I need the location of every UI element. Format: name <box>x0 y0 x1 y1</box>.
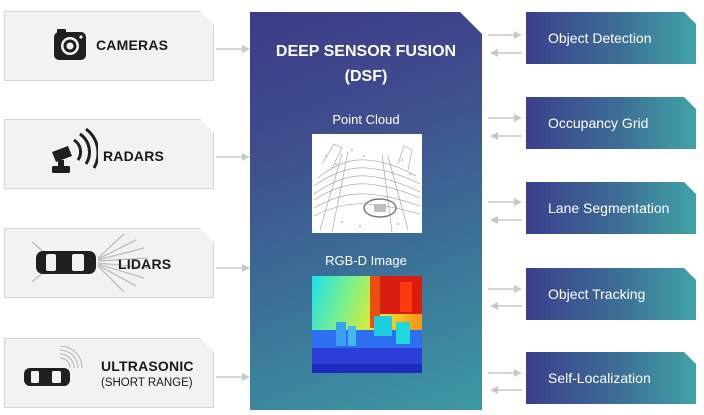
output-lane-segmentation: Lane Segmentation <box>526 182 696 234</box>
radar-icon <box>44 126 100 180</box>
fusion-title: DEEP SENSOR FUSION <box>275 43 457 60</box>
rgbd-image <box>312 276 422 373</box>
point-cloud-label: Point Cloud <box>332 112 400 127</box>
output-label: Self-Localization <box>548 370 651 386</box>
input-label-lidars: LIDARS <box>118 256 172 272</box>
lidar-car-icon <box>31 232 160 296</box>
input-arrows <box>216 45 250 381</box>
output-label: Occupancy Grid <box>548 115 649 131</box>
output-object-detection: Object Detection <box>526 12 696 64</box>
output-label: Object Tracking <box>548 286 646 302</box>
point-cloud-image <box>312 134 422 233</box>
output-label: Lane Segmentation <box>548 200 670 216</box>
output-label: Object Detection <box>548 30 652 46</box>
ultrasonic-car-icon <box>20 345 96 396</box>
camera-icon <box>53 29 87 65</box>
input-sublabel-ultrasonic: (SHORT RANGE) <box>101 377 193 389</box>
input-label-cameras: CAMERAS <box>96 37 169 53</box>
output-object-tracking: Object Tracking <box>526 268 696 320</box>
output-arrows <box>488 31 522 394</box>
input-label-radars: RADARS <box>103 148 165 164</box>
input-label-ultrasonic: ULTRASONIC <box>101 358 194 374</box>
output-self-localization: Self-Localization <box>526 352 696 404</box>
output-occupancy-grid: Occupancy Grid <box>526 97 696 149</box>
input-card-radars <box>4 119 214 189</box>
input-card-cameras <box>4 11 214 81</box>
fusion-subtitle: (DSF) <box>344 68 388 85</box>
deep-sensor-fusion-block: DEEP SENSOR FUSION (DSF) Point Cloud <box>250 12 482 410</box>
rgbd-label: RGB-D Image <box>325 253 407 268</box>
